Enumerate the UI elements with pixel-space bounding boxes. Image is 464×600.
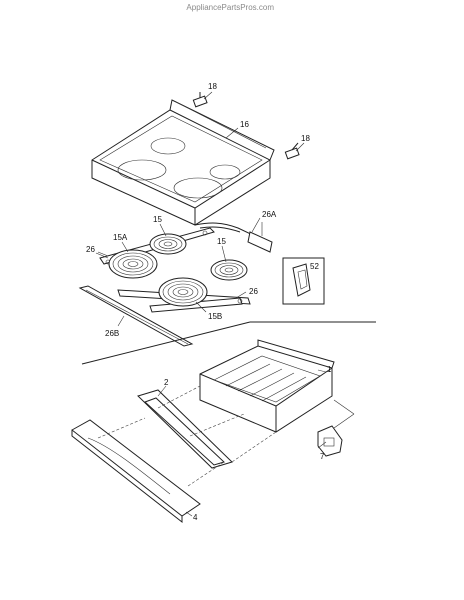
- surface-element-large-1[interactable]: [108, 249, 158, 279]
- callout-52: 52: [310, 262, 319, 271]
- screw-left[interactable]: [192, 92, 208, 108]
- callout-4: 4: [193, 513, 198, 522]
- callout-15A: 15A: [113, 233, 128, 242]
- callout-26-bottom: 26: [249, 287, 258, 296]
- callout-15-top: 15: [153, 215, 162, 224]
- drawer-front-panel[interactable]: [71, 419, 201, 524]
- clip-inset[interactable]: [282, 257, 325, 305]
- callout-18-left: 18: [208, 82, 217, 91]
- drawer-frame[interactable]: [137, 389, 233, 469]
- callout-15-right: 15: [217, 237, 226, 246]
- callout-26A: 26A: [262, 210, 277, 219]
- surface-element-small-2[interactable]: [210, 259, 248, 281]
- site-watermark: AppliancePartsPros.com: [186, 3, 274, 12]
- assembly-guide-lines: [97, 385, 277, 487]
- insulation-strip[interactable]: [78, 285, 194, 347]
- screw-right[interactable]: [284, 142, 300, 160]
- callout-26B: 26B: [105, 329, 119, 338]
- callout-16: 16: [240, 120, 249, 129]
- section-divider: [81, 321, 251, 365]
- callout-7: 7: [320, 452, 325, 461]
- cooktop-glass[interactable]: [91, 99, 275, 226]
- leader-lines: [95, 91, 327, 517]
- wiring-harness[interactable]: [194, 222, 273, 253]
- callout-15B: 15B: [208, 312, 222, 321]
- callout-2: 2: [164, 378, 169, 387]
- callout-18-right: 18: [301, 134, 310, 143]
- drawer-clip[interactable]: [317, 399, 355, 457]
- surface-element-large-2[interactable]: [158, 277, 208, 307]
- storage-drawer[interactable]: [199, 339, 335, 433]
- surface-element-small-1[interactable]: [149, 233, 187, 255]
- callout-1: 1: [327, 365, 332, 374]
- callout-26-top: 26: [86, 245, 95, 254]
